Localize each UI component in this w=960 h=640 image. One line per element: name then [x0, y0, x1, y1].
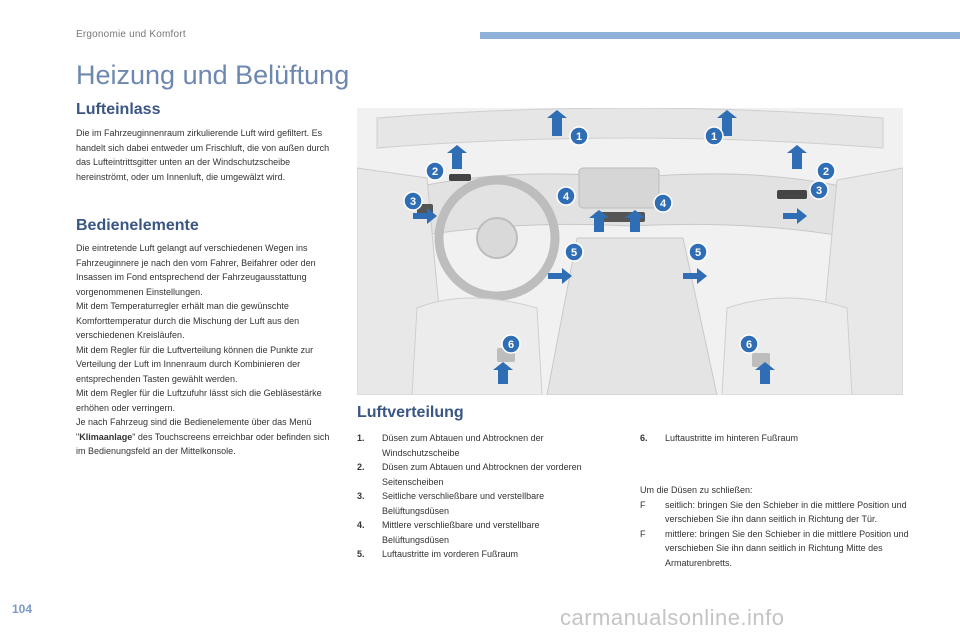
page-number: 104 — [12, 602, 33, 616]
watermark: carmanualsonline.info — [560, 605, 785, 630]
vent-marker-3a: 3 — [403, 191, 423, 211]
list-item: 3. Seitliche verschließbare und verstell… — [357, 489, 597, 518]
header-bar — [480, 32, 960, 39]
item-number: 6. — [640, 433, 648, 443]
marker-label: 1 — [711, 131, 717, 143]
bedien-line: Mit dem Regler für die Luftzufuhr lässt … — [76, 388, 322, 413]
item-number: 2. — [357, 462, 365, 472]
heading-bedienelemente: Bedienelemente — [76, 217, 199, 234]
bedien-line: Die eintretende Luft gelangt auf verschi… — [76, 243, 316, 297]
list-item: 4. Mittlere verschließbare und verstellb… — [357, 518, 597, 547]
section-label: Ergonomie und Komfort — [76, 29, 186, 40]
legend-list-right: 6. Luftaustritte im hinteren Fußraum — [640, 431, 910, 446]
item-number: 4. — [357, 520, 365, 530]
bedien-line: Mit dem Regler für die Luftverteilung kö… — [76, 344, 314, 384]
menu-text-before: Je nach Fahrzeug sind die Bedienelemente… — [76, 417, 312, 442]
item-text: Seitliche verschließbare und verstellbar… — [382, 491, 545, 516]
list-item: 2. Düsen zum Abtauen und Abtrocknen der … — [357, 460, 597, 489]
vent-marker-2b: 2 — [816, 161, 836, 181]
marker-label: 3 — [816, 185, 822, 197]
marker-label: 3 — [410, 196, 416, 208]
heading-luftverteilung: Luftverteilung — [357, 404, 464, 421]
item-number: 3. — [357, 491, 365, 501]
vent-marker-5b: 5 — [688, 242, 708, 262]
vent-marker-6a: 6 — [501, 334, 521, 354]
vent-marker-2a: 2 — [425, 161, 445, 181]
interior-illustration: 1 1 2 2 3 3 4 4 5 5 6 6 — [357, 108, 903, 395]
bullet-text: mittlere: bringen Sie den Schieber in di… — [665, 528, 909, 568]
vent-marker-4a: 4 — [556, 186, 576, 206]
marker-label: 2 — [823, 166, 829, 178]
marker-label: 1 — [576, 131, 582, 143]
closing-instructions: Um die Düsen zu schließen: F seitlich: b… — [640, 483, 910, 570]
list-item: 1. Düsen zum Abtauen und Abtrocknen der … — [357, 431, 597, 460]
bedien-line-menu: Je nach Fahrzeug sind die Bedienelemente… — [76, 415, 341, 459]
item-text: Mittlere verschließbare und verstellbare… — [382, 520, 540, 545]
legend-list-left: 1. Düsen zum Abtauen und Abtrocknen der … — [357, 431, 597, 562]
item-text: Luftaustritte im hinteren Fußraum — [665, 433, 799, 443]
marker-label: 4 — [563, 191, 570, 203]
vent-marker-3b: 3 — [809, 180, 829, 200]
vent-marker-1a: 1 — [569, 126, 589, 146]
menu-name-klimaanlage: Klimaanlage — [79, 431, 133, 442]
bedien-line: Mit dem Temperaturregler erhält man die … — [76, 301, 300, 340]
vent-marker-6b: 6 — [739, 334, 759, 354]
vent-marker-4b: 4 — [653, 193, 673, 213]
bullet-item: F mittlere: bringen Sie den Schieber in … — [640, 527, 910, 571]
item-number: 5. — [357, 549, 365, 559]
item-text: Düsen zum Abtauen und Abtrocknen der vor… — [382, 462, 582, 487]
marker-label: 6 — [746, 339, 752, 351]
menu-text-after: " des Touchscreens erreichbar oder befin… — [76, 431, 330, 457]
list-item: 6. Luftaustritte im hinteren Fußraum — [640, 431, 910, 446]
vent-marker-5a: 5 — [564, 242, 584, 262]
list-item: 5. Luftaustritte im vorderen Fußraum — [357, 547, 597, 562]
item-number: 1. — [357, 433, 365, 443]
bullet-marker: F — [640, 528, 646, 539]
page-title: Heizung und Belüftung — [76, 60, 350, 90]
marker-label: 5 — [571, 247, 577, 259]
paragraph-lufteinlass: Die im Fahrzeuginnenraum zirkulierende L… — [76, 128, 330, 182]
bullet-item: F seitlich: bringen Sie den Schieber in … — [640, 498, 910, 527]
bullet-text: seitlich: bringen Sie den Schieber in di… — [665, 499, 907, 525]
paragraph-bedienelemente: Die eintretende Luft gelangt auf verschi… — [76, 241, 341, 459]
marker-label: 6 — [508, 339, 514, 351]
marker-label: 5 — [695, 247, 701, 259]
marker-label: 2 — [432, 166, 438, 178]
item-text: Luftaustritte im vorderen Fußraum — [382, 549, 519, 559]
marker-label: 4 — [660, 198, 667, 210]
bullet-marker: F — [640, 499, 646, 510]
item-text: Düsen zum Abtauen und Abtrocknen der Win… — [382, 433, 544, 458]
vent-marker-1b: 1 — [704, 126, 724, 146]
closing-intro: Um die Düsen zu schließen: — [640, 485, 753, 495]
heading-lufteinlass: Lufteinlass — [76, 101, 161, 118]
